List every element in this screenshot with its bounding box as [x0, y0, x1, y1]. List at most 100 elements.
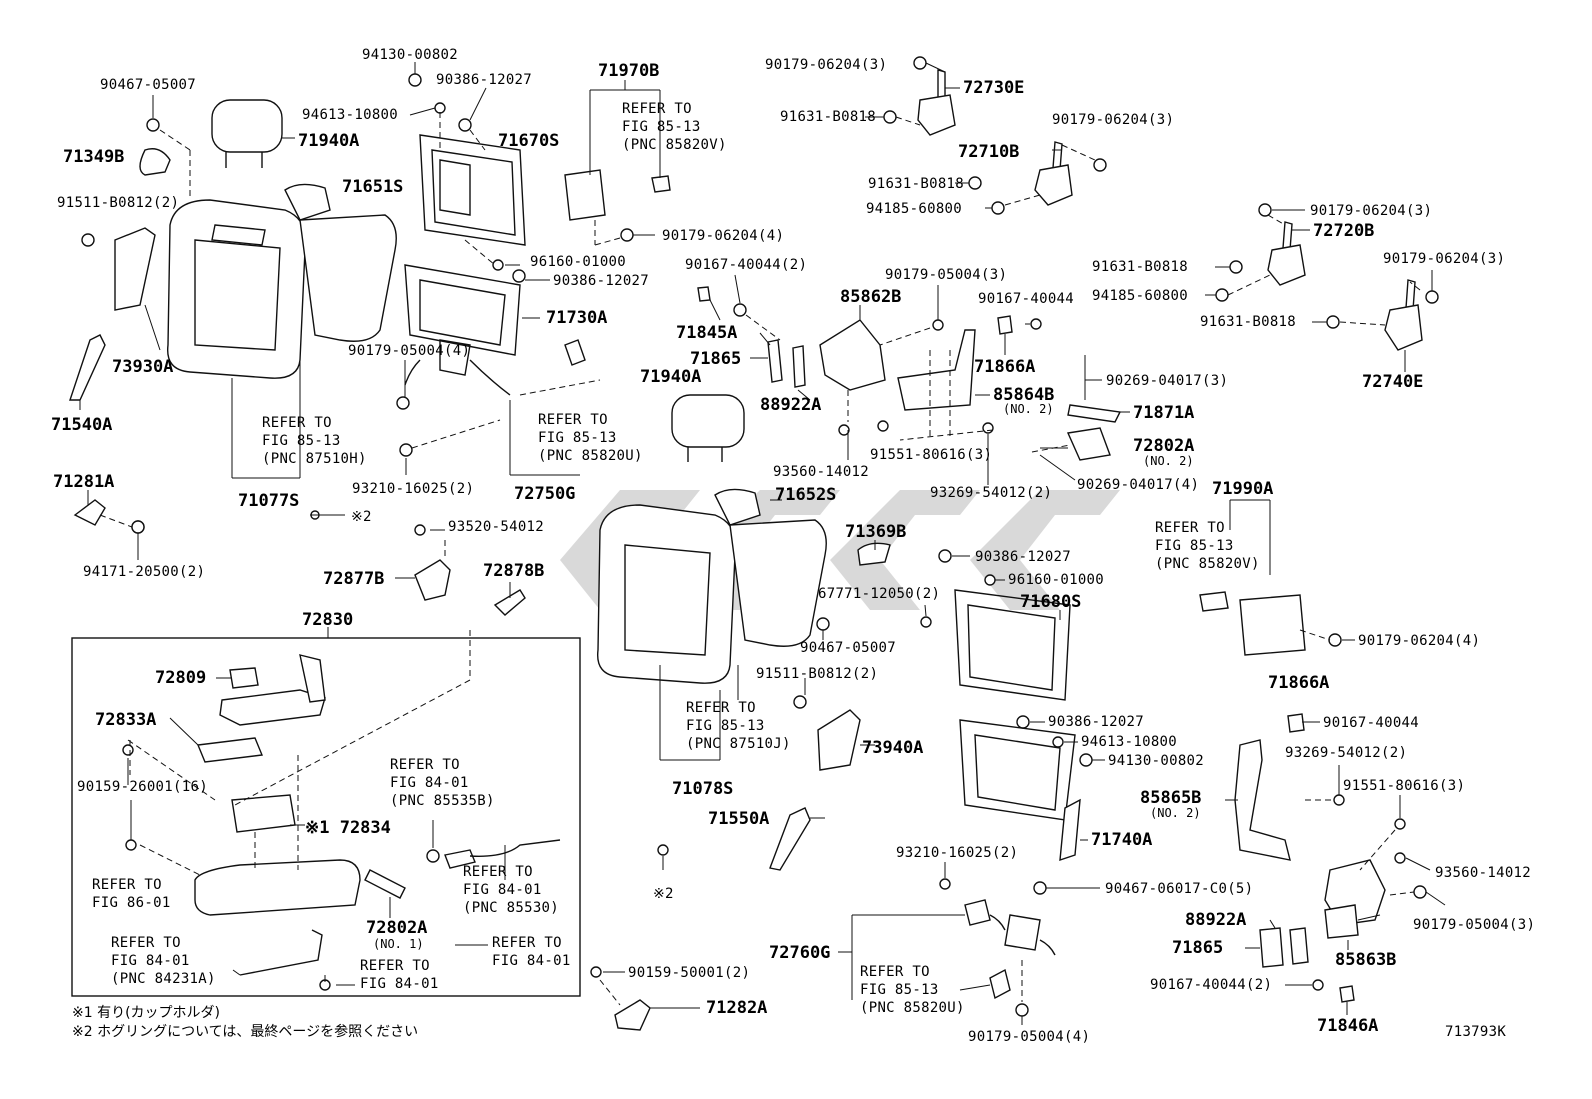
label: 91551-80616(3): [1343, 778, 1465, 794]
label: 90179-06204(3): [1052, 112, 1174, 128]
label: 71281A: [53, 472, 114, 492]
cover-72878b: [493, 589, 526, 616]
label: REFER TO: [463, 864, 533, 880]
label: REFER TO: [390, 757, 460, 773]
label: 90179-05004(4): [348, 343, 470, 359]
label: 85864B: [993, 385, 1054, 405]
label: 71740A: [1091, 830, 1152, 850]
label: 94185-60800: [1092, 288, 1188, 304]
label: 71540A: [51, 415, 112, 435]
label: 91631-B0818: [1200, 314, 1296, 330]
label: 72809: [155, 668, 206, 688]
label: 90386-12027: [553, 273, 649, 289]
label: 90167-40044: [1323, 715, 1419, 731]
label: 90179-06204(3): [1310, 203, 1432, 219]
seatback-pad-71652s: [714, 488, 827, 647]
label: 88922A: [1185, 910, 1246, 930]
label: 71940A: [298, 131, 359, 151]
label: 71871A: [1133, 403, 1194, 423]
trim-71540a: [69, 334, 106, 401]
label: 93210-16025(2): [352, 481, 474, 497]
label: FIG 85-13: [262, 433, 341, 449]
label: (NO. 2): [1003, 402, 1054, 416]
frame-71740a: [959, 719, 1081, 862]
label: FIG 84-01: [360, 976, 439, 992]
label: 93560-14012: [773, 464, 869, 480]
label: 88922A: [760, 395, 821, 415]
frame-71680s: [954, 589, 1071, 701]
label: ※2: [653, 886, 674, 902]
bracket-72730e: [917, 69, 956, 136]
label: FIG 84-01: [111, 953, 190, 969]
label: 71970B: [598, 61, 659, 81]
label: FIG 85-13: [686, 718, 765, 734]
label: (PNC 85820V): [1155, 556, 1260, 572]
label: REFER TO: [111, 935, 181, 951]
label: 91551-80616(3): [870, 447, 992, 463]
label: 71680S: [1020, 592, 1081, 612]
label: 71670S: [498, 131, 559, 151]
label: (NO. 2): [1143, 454, 1194, 468]
headrest-center-71940a: [671, 394, 745, 462]
label: 90386-12027: [436, 72, 532, 88]
frame-71670s: [419, 134, 526, 246]
bracket-72760g: [964, 899, 1056, 1000]
switch-71990a: [1199, 591, 1306, 656]
label: 94185-60800: [866, 201, 962, 217]
side-panel-73930a: [114, 148, 171, 311]
label: (NO. 1): [373, 937, 424, 951]
label: REFER TO: [492, 935, 562, 951]
label: FIG 84-01: [463, 882, 542, 898]
frame-71730a: [404, 264, 521, 356]
label: 71349B: [63, 147, 124, 167]
leader-lines: [79, 62, 1446, 1025]
label: 73930A: [112, 357, 173, 377]
label: REFER TO: [860, 964, 930, 980]
label: REFER TO: [622, 101, 692, 117]
label: 71078S: [672, 779, 733, 799]
label: 91631-B0818: [780, 109, 876, 125]
headrest-71940a: [211, 99, 283, 168]
console-box-72830: [71, 637, 581, 997]
label: REFER TO: [686, 700, 756, 716]
console-parts: [194, 654, 561, 976]
label: 72877B: [323, 569, 384, 589]
label: (PNC 85535B): [390, 793, 495, 809]
seatback-pad-71651s: [284, 183, 397, 342]
label: 85862B: [840, 287, 901, 307]
labels: 94130-00802 90467-05007 90386-12027 9461…: [51, 47, 1535, 1045]
label: 90167-40044: [978, 291, 1074, 307]
label: 93520-54012: [448, 519, 544, 535]
label: REFER TO: [360, 958, 430, 974]
label: 93560-14012: [1435, 865, 1531, 881]
label: 71865: [690, 349, 741, 369]
clip-71281a: [73, 499, 106, 526]
label: 94171-20500(2): [83, 564, 205, 580]
clip-71282a: [614, 999, 651, 1031]
seatback-71077s: [166, 199, 307, 379]
label: 72878B: [483, 561, 544, 581]
label: 96160-01000: [530, 254, 626, 270]
label: REFER TO: [1155, 520, 1225, 536]
label: (PNC 85820U): [538, 448, 643, 464]
label: REFER TO: [262, 415, 332, 431]
label: 94130-00802: [362, 47, 458, 63]
label: 85865B: [1140, 788, 1201, 808]
label: 71865: [1172, 938, 1223, 958]
label: 72710B: [958, 142, 1019, 162]
label: ※2: [351, 509, 372, 525]
label: FIG 85-13: [1155, 538, 1234, 554]
fasteners: [81, 56, 1439, 1017]
label: 91631-B0818: [1092, 259, 1188, 275]
label: 90386-12027: [1048, 714, 1144, 730]
label: 72802A: [1133, 436, 1194, 456]
label: (PNC 85820V): [622, 137, 727, 153]
footnote-1: ※1 有り(カップホルダ): [72, 1005, 220, 1021]
label: 90179-05004(4): [968, 1029, 1090, 1045]
label: FIG 86-01: [92, 895, 171, 911]
label: 90159-50001(2): [628, 965, 750, 981]
label: 90467-05007: [100, 77, 196, 93]
bracket-72720b: [1267, 221, 1306, 286]
label: 90467-06017-C0(5): [1105, 881, 1253, 897]
